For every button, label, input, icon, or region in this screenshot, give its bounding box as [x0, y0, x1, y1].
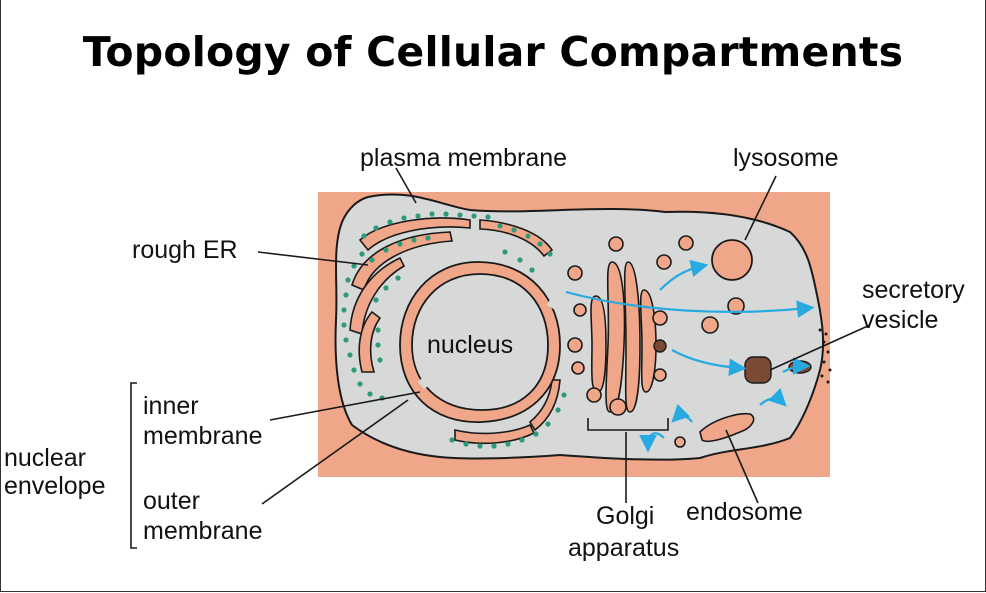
vesicles: [567, 235, 745, 448]
label-secretory: secretory: [862, 276, 965, 304]
label-golgi: Golgi: [596, 502, 654, 530]
label-nucleus: nucleus: [427, 331, 513, 359]
label-envelope: envelope: [4, 472, 105, 500]
label-endosome: endosome: [686, 498, 803, 526]
label-plasma-membrane: plasma membrane: [360, 144, 567, 172]
label-apparatus: apparatus: [568, 534, 679, 562]
label-vesicle: vesicle: [862, 306, 938, 334]
ribosomes: [341, 211, 567, 449]
label-inner: inner: [143, 392, 199, 420]
nucleus-interior: [411, 273, 549, 411]
label-lysosome: lysosome: [733, 144, 839, 172]
golgi-apparatus: [590, 261, 657, 413]
label-inner-membrane: membrane: [143, 422, 263, 450]
endosome: [699, 412, 755, 443]
transport-arrows: [565, 259, 815, 453]
leader-lines: [130, 167, 871, 549]
label-rough-er: rough ER: [132, 236, 238, 264]
exocytosis-dots: [818, 328, 832, 384]
lysosome: [711, 239, 753, 281]
label-outer: outer: [143, 487, 200, 515]
slide-title: Topology of Cellular Compartments: [82, 28, 904, 76]
label-outer-membrane: membrane: [143, 517, 263, 545]
label-nuclear: nuclear: [4, 444, 86, 472]
